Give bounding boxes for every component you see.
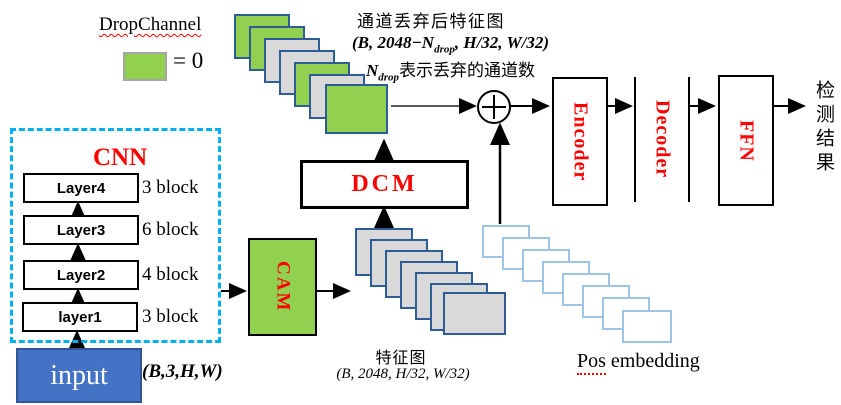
encoder-box: Encoder: [552, 77, 608, 206]
ndrop-var: N: [366, 61, 379, 80]
cam-box: CAM: [248, 238, 317, 336]
encoder-label: Encoder: [569, 101, 592, 182]
input-shape-label: (B,3,H,W): [142, 361, 223, 382]
cnn-layer4-box: Layer4: [23, 173, 139, 203]
layer4-label: Layer4: [56, 179, 106, 197]
layer1-label: layer1: [58, 308, 102, 326]
decoder-label: Decoder: [651, 100, 674, 179]
cnn-title: CNN: [93, 144, 148, 171]
cnn-layer1-box: layer1: [22, 302, 138, 332]
cnn-layer3-box: Layer3: [23, 215, 139, 245]
cnn-layer2-box: Layer2: [23, 260, 139, 290]
layer3-label: Layer3: [56, 221, 106, 239]
layer3-blocks-label: 6 block: [142, 219, 199, 240]
feature-map-caption: 特征图: [375, 350, 427, 367]
layer1-blocks-label: 3 block: [142, 306, 199, 327]
add-icon: [477, 90, 511, 124]
feature-map-square: [443, 292, 506, 335]
ndrop-subscript: drop: [378, 71, 400, 84]
ndrop-explanation: Ndrop表示丢弃的通道数: [366, 56, 535, 83]
cnn-dashed-box: [10, 128, 221, 343]
layer4-blocks-label: 3 block: [142, 177, 199, 198]
dropped-featuremap-shape: (B, 2048−Ndrop, H/32, W/32): [352, 33, 549, 55]
dcm-box: DCM: [300, 160, 469, 209]
dropped-featuremap-caption: 通道丢弃后特征图: [357, 12, 505, 31]
cam-label: CAM: [272, 261, 294, 313]
dropped-channel-swatch: [123, 52, 167, 81]
decoder-box: Decoder: [634, 77, 690, 202]
shape-subscript: drop: [434, 43, 455, 56]
pos-word: Pos: [577, 350, 606, 375]
shape-text-tail: , H/32, W/32): [454, 33, 549, 52]
dropped-channel-square: [325, 84, 388, 134]
layer2-label: Layer2: [56, 266, 106, 284]
input-label: input: [50, 359, 108, 391]
pos-embedding-square: [622, 310, 672, 343]
pos-embedding-caption: Pos embedding: [577, 350, 700, 375]
ffn-label: FFN: [735, 119, 758, 162]
input-box: input: [16, 348, 142, 403]
detection-result-label: 检测结果: [813, 80, 834, 176]
legend-equals-zero: = 0: [173, 48, 204, 73]
layer2-blocks-label: 4 block: [142, 264, 199, 285]
embedding-word: embedding: [605, 350, 700, 372]
dcm-label: DCM: [351, 171, 418, 197]
dropchannel-legend-title: DropChannel: [99, 14, 202, 35]
shape-text: (B, 2048−N: [352, 33, 435, 52]
ffn-box: FFN: [718, 75, 774, 206]
feature-map-shape: (B, 2048, H/32, W/32): [336, 366, 470, 382]
ndrop-text: 表示丢弃的通道数: [399, 61, 536, 80]
